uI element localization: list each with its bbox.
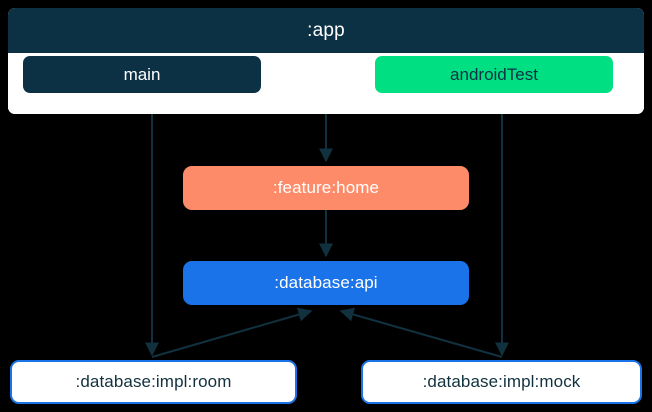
node-database-api[interactable]: :database:api — [183, 261, 469, 305]
node-database-impl-room[interactable]: :database:impl:room — [10, 360, 297, 404]
edge-impl-mock-to-database-api — [339, 307, 503, 358]
node-feature-home[interactable]: :feature:home — [183, 166, 469, 210]
edge-impl-room-to-database-api — [151, 307, 313, 358]
node-database-impl-mock[interactable]: :database:impl:mock — [361, 360, 642, 404]
source-set-androidtest[interactable]: androidTest — [375, 56, 613, 93]
app-module-title: :app — [8, 8, 644, 53]
source-set-main[interactable]: main — [23, 56, 261, 93]
